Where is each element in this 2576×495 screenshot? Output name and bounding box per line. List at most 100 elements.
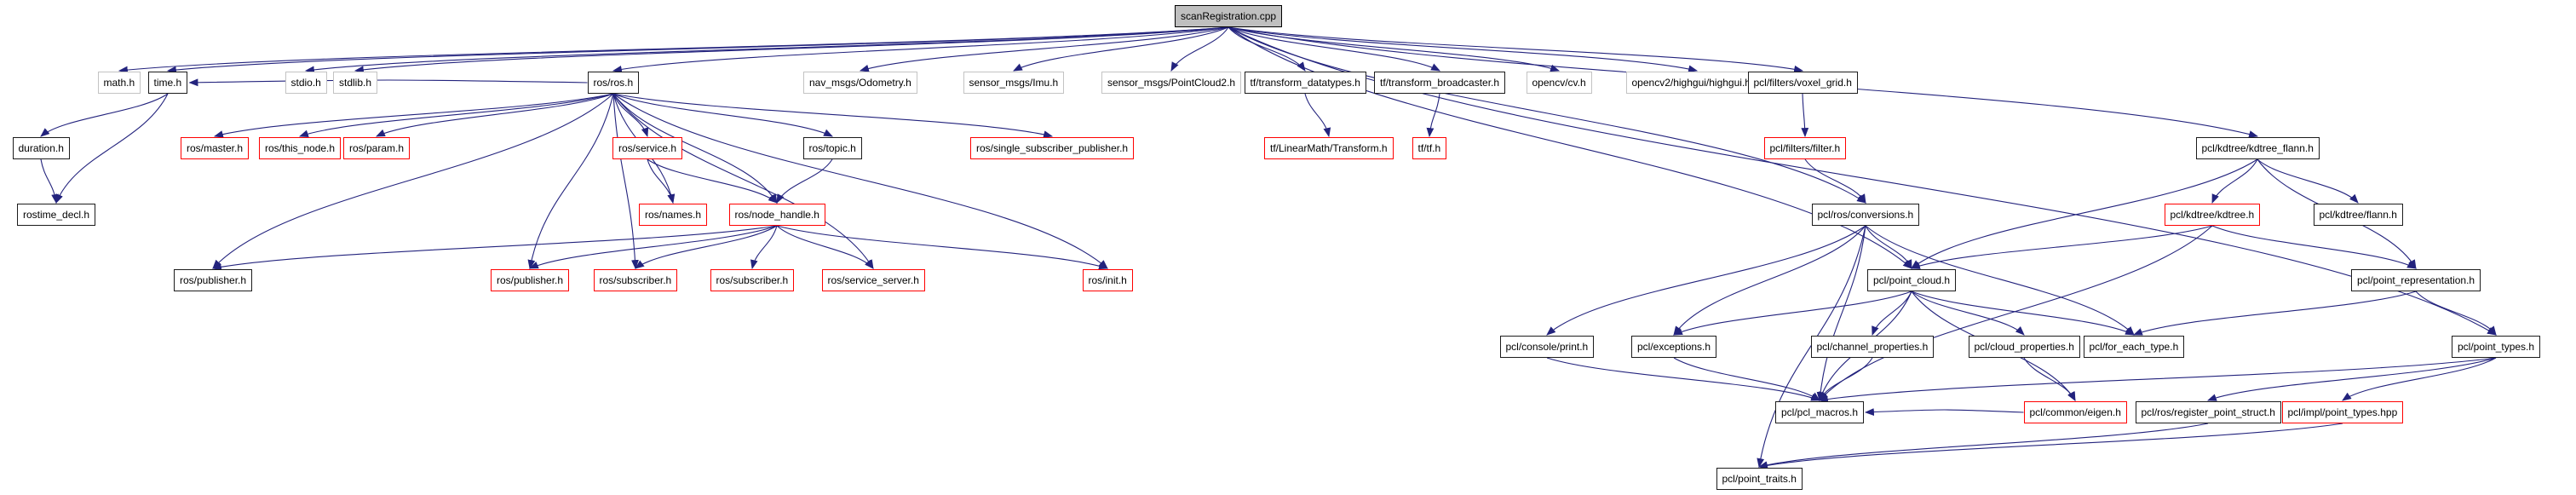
edge-nodehandle-to-pubblack <box>211 225 778 271</box>
edge-root-to-imu <box>1013 26 1229 72</box>
edge-pointtypes-to-regstruct <box>2206 357 2497 401</box>
edge-root-to-tfdt <box>1228 26 1306 72</box>
graph-node-highgui: opencv2/highgui/highgui.hpp <box>1625 72 1768 94</box>
graph-node-sub1[interactable]: ros/subscriber.h <box>593 269 678 291</box>
graph-node-traits[interactable]: pcl/point_traits.h <box>1716 468 1803 490</box>
edge-pointcloud-to-foreach <box>1911 291 2135 336</box>
graph-node-init[interactable]: ros/init.h <box>1082 269 1133 291</box>
edge-root-to-time <box>166 26 1229 74</box>
graph-node-foreach[interactable]: pcl/for_each_type.h <box>2083 336 2185 358</box>
graph-node-topic[interactable]: ros/topic.h <box>802 137 862 159</box>
graph-node-param[interactable]: ros/param.h <box>343 137 411 159</box>
edge-service-to-nodehandle <box>647 158 778 204</box>
graph-node-tfdt[interactable]: tf/transform_datatypes.h <box>1244 72 1366 94</box>
edge-root-to-pointcloud <box>1228 26 1912 269</box>
edge-pointcloud-to-channel <box>1872 291 1912 337</box>
graph-node-sub2[interactable]: ros/subscriber.h <box>710 269 795 291</box>
graph-node-pointrep[interactable]: pcl/point_representation.h <box>2351 269 2481 291</box>
graph-node-duration[interactable]: duration.h <box>12 137 70 159</box>
edge-root-to-conversions <box>1228 26 1866 204</box>
edge-rosros-to-sub1 <box>612 93 639 270</box>
edge-voxel-to-filter <box>1801 93 1809 138</box>
edge-nodehandle-to-pubred <box>528 225 778 269</box>
edge-exceptions-to-macros <box>1673 357 1820 401</box>
graph-node-flann[interactable]: pcl/kdtree/flann.h <box>2313 204 2403 226</box>
graph-node-stdlib: stdlib.h <box>333 72 378 94</box>
edge-conversions-to-print <box>1546 225 1866 336</box>
edge-root-to-voxel <box>1228 26 1804 73</box>
graph-node-eigen[interactable]: pcl/common/eigen.h <box>2023 401 2127 423</box>
graph-node-regstruct[interactable]: pcl/ros/register_point_struct.h <box>2135 401 2281 423</box>
edge-conversions-to-exceptions <box>1673 225 1866 336</box>
edge-rosros-to-param <box>375 93 614 137</box>
graph-node-conversions[interactable]: pcl/ros/conversions.h <box>1811 204 1920 226</box>
edge-pointcloud-to-exceptions <box>1672 291 1912 336</box>
graph-node-lmtf[interactable]: tf/LinearMath/Transform.h <box>1264 137 1394 159</box>
edge-duration-to-rostimedecl <box>40 158 59 204</box>
graph-node-pubred[interactable]: ros/publisher.h <box>491 269 570 291</box>
edge-root-to-stdlib <box>354 26 1229 74</box>
graph-node-cv: opencv/cv.h <box>1526 72 1592 94</box>
edge-topic-to-nodehandle <box>776 158 833 204</box>
edge-time-to-rostimedecl <box>55 93 169 204</box>
graph-node-master[interactable]: ros/master.h <box>181 137 250 159</box>
edge-rosros-to-thisnode <box>298 93 614 137</box>
edge-nodehandle-to-init <box>776 225 1109 270</box>
edge-regstruct-to-traits <box>1757 423 2209 469</box>
graph-node-print[interactable]: pcl/console/print.h <box>1499 336 1595 358</box>
edge-conversions-to-pointcloud <box>1865 225 1912 270</box>
graph-node-service[interactable]: ros/service.h <box>612 137 683 159</box>
graph-node-thisnode[interactable]: ros/this_node.h <box>259 137 342 159</box>
edge-root-to-pc2 <box>1170 26 1229 72</box>
graph-node-cloudprops[interactable]: pcl/cloud_properties.h <box>1968 336 2080 358</box>
graph-node-srvserver[interactable]: ros/service_server.h <box>821 269 925 291</box>
graph-node-implpt[interactable]: pcl/impl/point_types.hpp <box>2281 401 2404 423</box>
graph-node-time[interactable]: time.h <box>147 72 188 94</box>
edge-tfdt-to-lmtf <box>1304 93 1331 138</box>
graph-node-odom: nav_msgs/Odometry.h <box>803 72 917 94</box>
graph-node-math: math.h <box>97 72 141 94</box>
edge-nodehandle-to-sub1 <box>635 225 778 269</box>
edge-conversions-to-foreach <box>1865 225 2135 336</box>
graph-node-kdtree[interactable]: pcl/kdtree/kdtree.h <box>2164 204 2261 226</box>
edge-tfbc-to-tftf <box>1426 93 1440 138</box>
graph-node-tfbc[interactable]: tf/transform_broadcaster.h <box>1374 72 1506 94</box>
edge-root-to-odom <box>859 26 1229 72</box>
graph-node-tftf[interactable]: tf/tf.h <box>1412 137 1447 159</box>
edge-nodehandle-to-sub2 <box>750 225 778 270</box>
graph-node-macros[interactable]: pcl/pcl_macros.h <box>1775 401 1865 423</box>
graph-node-stdio: stdio.h <box>285 72 327 94</box>
edge-kdtree-to-pointcloud <box>1910 225 2213 269</box>
graph-node-channel[interactable]: pcl/channel_properties.h <box>1810 336 1935 358</box>
graph-node-rosros[interactable]: ros/ros.h <box>587 72 640 94</box>
edge-rosros-to-time <box>188 78 588 87</box>
graph-node-kdflann[interactable]: pcl/kdtree/kdtree_flann.h <box>2195 137 2320 159</box>
graph-node-nodehandle[interactable]: ros/node_handle.h <box>728 204 825 226</box>
edge-pointrep-to-pointtypes <box>2415 291 2497 336</box>
graph-node-names[interactable]: ros/names.h <box>639 204 708 226</box>
graph-node-ssp[interactable]: ros/single_subscriber_publisher.h <box>970 137 1135 159</box>
edge-root-to-tfbc <box>1228 26 1440 72</box>
graph-node-pointcloud[interactable]: pcl/point_cloud.h <box>1867 269 1957 291</box>
graph-node-pc2: sensor_msgs/PointCloud2.h <box>1101 72 1242 94</box>
edge-kdtree-to-pointrep <box>2211 225 2417 269</box>
edge-rosros-to-ssp <box>612 93 1054 138</box>
edge-filter-to-conversions <box>1804 158 1866 204</box>
graph-node-pubblack[interactable]: ros/publisher.h <box>174 269 253 291</box>
edge-channel-to-macros <box>1819 357 1873 401</box>
edge-implpt-to-traits <box>1757 423 2343 469</box>
graph-node-exceptions[interactable]: pcl/exceptions.h <box>1631 336 1717 358</box>
edge-pointtypes-to-implpt <box>2342 357 2497 401</box>
graph-node-pointtypes[interactable]: pcl/point_types.h <box>2452 336 2541 358</box>
edge-rosros-to-init <box>612 93 1108 269</box>
graph-node-voxel[interactable]: pcl/filters/voxel_grid.h <box>1747 72 1858 94</box>
graph-node-imu: sensor_msgs/Imu.h <box>963 72 1065 94</box>
edge-rosros-to-topic <box>612 93 833 137</box>
edge-rosros-to-pubblack <box>212 93 614 269</box>
edge-kdflann-to-kdtree <box>2211 158 2258 204</box>
edge-service-to-names <box>647 158 676 204</box>
graph-node-filter[interactable]: pcl/filters/filter.h <box>1763 137 1847 159</box>
edge-rosros-to-service <box>612 93 649 138</box>
graph-node-rostimedecl[interactable]: rostime_decl.h <box>17 204 96 226</box>
